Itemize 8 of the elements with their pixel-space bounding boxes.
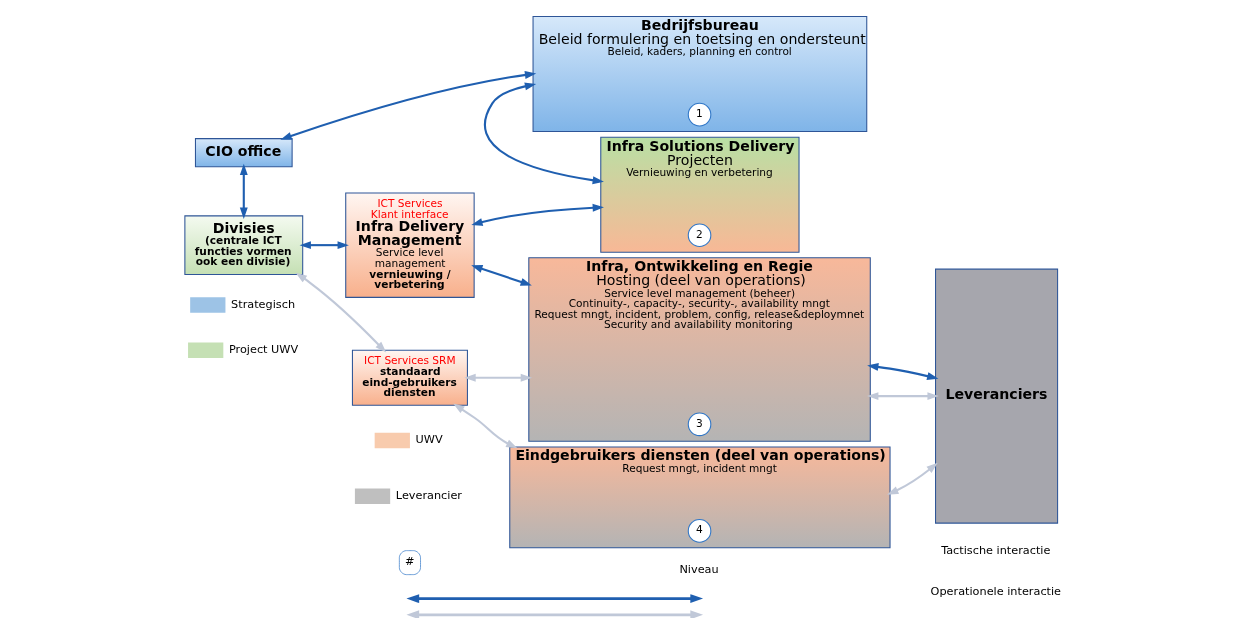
- legend-label: Project UWV: [228, 342, 299, 356]
- legend-label: Operationele interactie: [930, 584, 1062, 598]
- legend-label: UWV: [415, 433, 443, 447]
- label: #: [405, 555, 415, 569]
- legend-label: Leverancier: [395, 488, 462, 502]
- legend-label: Niveau: [679, 563, 719, 577]
- legend-label: Strategisch: [231, 297, 296, 311]
- legend-label: Tactische interactie: [941, 544, 1051, 558]
